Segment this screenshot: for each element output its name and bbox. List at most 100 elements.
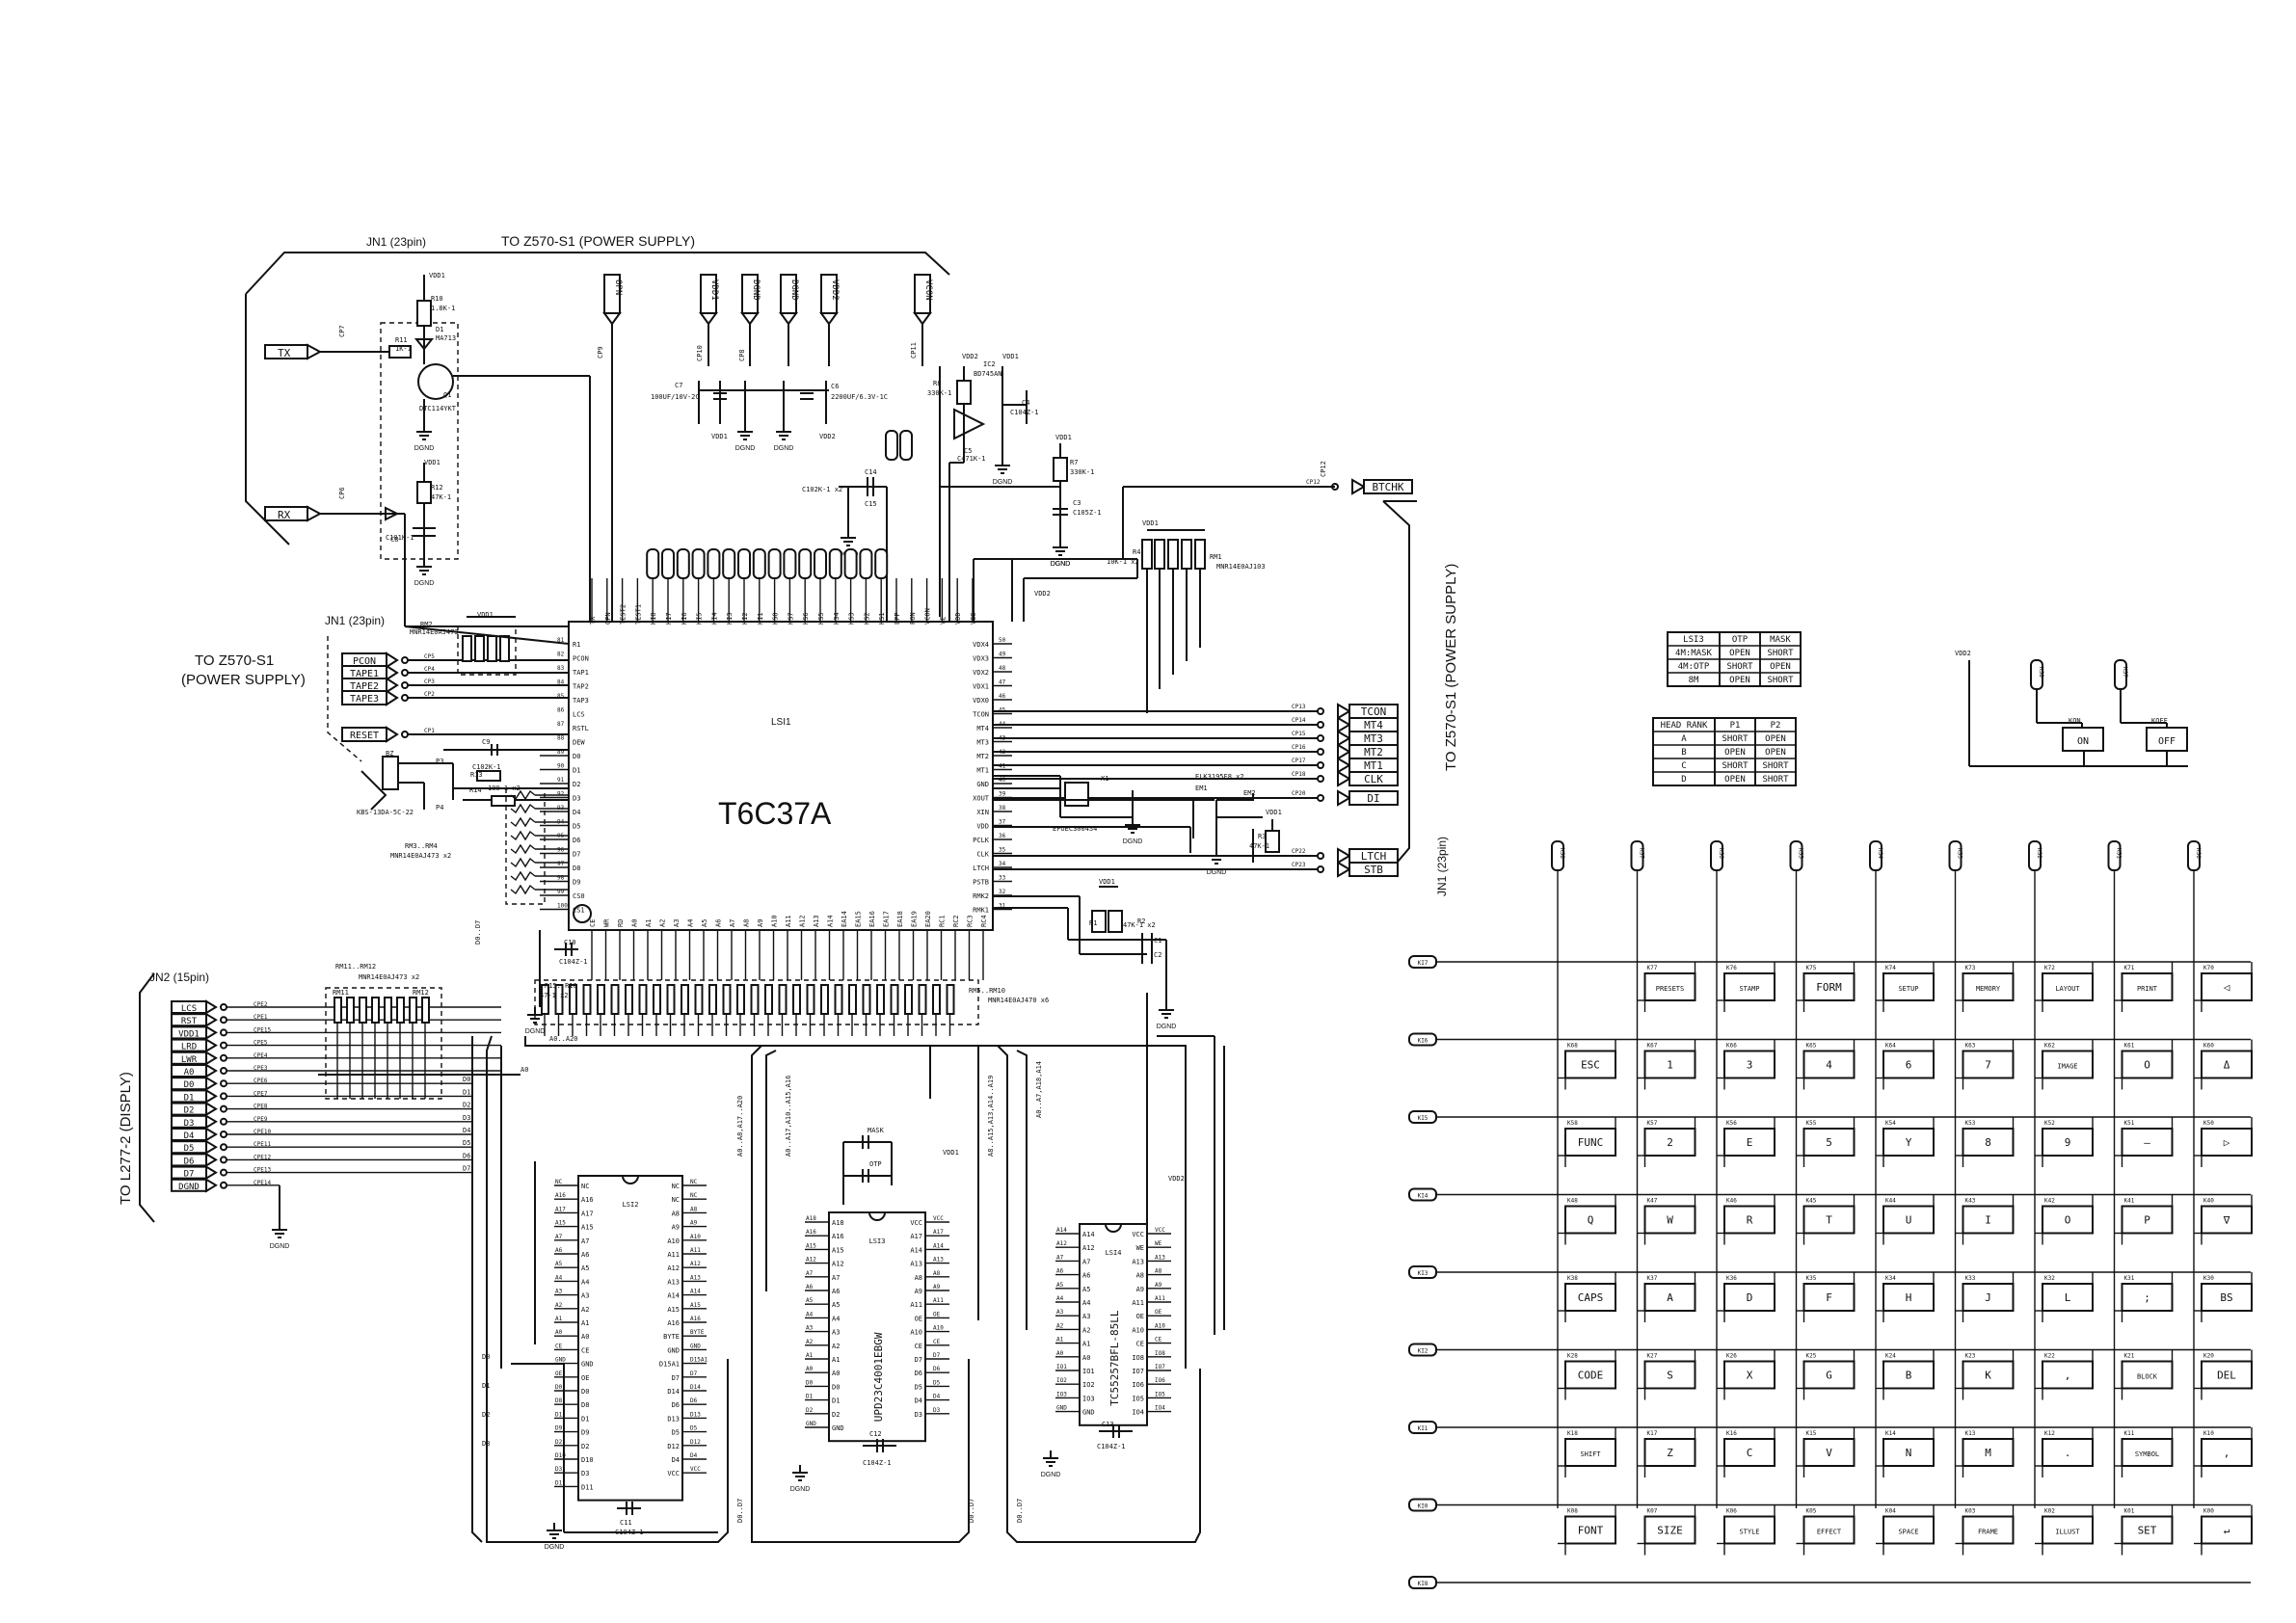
lsi3-right-pin: D3 — [915, 1411, 922, 1419]
key-id: K76 — [1726, 965, 1737, 971]
top-connector-vdd1: VDD1 — [699, 274, 719, 366]
lsi2-right-net: A10 — [690, 1234, 701, 1240]
top-part-text: 2200UF/6.3V-1C — [831, 393, 888, 401]
top-part-text: VDD1 — [711, 433, 728, 440]
lsi1-bottom-pin: EA18 — [896, 911, 904, 927]
lsi2-right-net: VCC — [690, 1466, 701, 1473]
top-part-text: C105Z-1 — [1073, 509, 1102, 517]
top-part-text: C101K-1 — [386, 534, 414, 542]
top-connector-label: VDD1 — [709, 279, 719, 301]
lsi3-left-pin: D1 — [832, 1397, 840, 1405]
key-label: 6 — [1906, 1059, 1912, 1072]
mid-part-text: R15..R16 — [545, 982, 577, 990]
dgnd-label: DGND — [414, 580, 435, 587]
lsi1-top-pin: KS3 — [848, 612, 856, 625]
tbl-head-cell: SHORT — [1762, 775, 1789, 785]
row-label: KI4 — [1418, 1193, 1428, 1200]
tbl-lsi3-cell: SHORT — [1726, 662, 1753, 672]
lsi2-right-net: NC — [690, 1179, 698, 1185]
tbl-lsi3-cell: 4M:MASK — [1675, 649, 1713, 658]
lsi1-right-pin: TCON — [973, 711, 989, 719]
lsi1-bottom-pin: RC4 — [980, 915, 988, 927]
key-id: K65 — [1806, 1043, 1817, 1050]
mid-part-text: VDD1 — [1142, 519, 1159, 527]
lsi1-bottom-pin: A7 — [729, 919, 736, 927]
key-label: 1 — [1667, 1059, 1673, 1072]
lsi4-left-pin: A2 — [1082, 1326, 1090, 1334]
mid-part-text: BZ — [386, 750, 393, 758]
key-id: K26 — [1726, 1353, 1737, 1360]
output-label: STB — [1364, 864, 1383, 876]
row-label: KI8 — [1418, 1581, 1428, 1587]
key-label: N — [1906, 1447, 1912, 1459]
dgnd-label: DGND — [735, 445, 756, 452]
lsi1-right-pin: RMK1 — [973, 907, 989, 915]
key-label: 9 — [2065, 1136, 2071, 1149]
lsi3-right-pin: A17 — [910, 1233, 922, 1240]
key-label: L — [2065, 1291, 2071, 1304]
lsi2-right-net: D5 — [690, 1425, 698, 1432]
tbl-head-cell: OPEN — [1724, 775, 1746, 785]
bus-label: D0..D7 — [968, 1499, 975, 1523]
lsi4-right-net: IO6 — [1155, 1377, 1165, 1384]
lsi3-left-pin: A5 — [832, 1301, 840, 1309]
cp-label: CP22 — [1292, 848, 1306, 855]
column-label: KS1 — [2116, 848, 2122, 859]
tbl-head-cell: P2 — [1771, 721, 1781, 731]
lsi1-right-pin-num: 41 — [999, 763, 1006, 770]
lsi4-left-pin: A14 — [1082, 1231, 1095, 1238]
lsi4-right-net: IO4 — [1155, 1405, 1165, 1412]
lsi1-bottom-pin: A8 — [743, 919, 751, 927]
lsi2-right-pin: A10 — [667, 1237, 680, 1245]
top-part-text: VDD1 — [424, 459, 441, 466]
row-label: KI2 — [1418, 1348, 1428, 1355]
mid-part-text: KBS-13DA-5C-22 — [357, 809, 414, 816]
lsi1-right-pin-num: 45 — [999, 707, 1006, 714]
tbl-lsi3-cell: 4M:OTP — [1678, 662, 1710, 672]
lsi4-right-pin: IO8 — [1132, 1354, 1144, 1362]
lsi2-left-pin: OE — [581, 1374, 589, 1382]
lsi1-bottom-pin: EA14 — [841, 911, 848, 927]
lsi2-left-pin: A16 — [581, 1196, 594, 1204]
top-part-text: C102K-1 x2 — [802, 486, 842, 493]
lsi1-right-pin-num: 34 — [999, 861, 1006, 867]
off-key-label: OFF — [2158, 736, 2176, 747]
lsi1-left-pin-num: 91 — [557, 777, 565, 784]
key-row-ki3: KI3 — [1408, 1265, 2251, 1279]
key-label: Q — [1588, 1214, 1594, 1227]
key-id: K16 — [1726, 1430, 1737, 1437]
output-label: TCON — [1361, 705, 1387, 718]
mid-part-text: MNR14E0AJ470 x6 — [988, 997, 1049, 1004]
key-id: K43 — [1965, 1198, 1976, 1205]
lsi3-left-net: A16 — [806, 1229, 816, 1236]
key-id: K28 — [1567, 1353, 1578, 1360]
lsi1-right-pin: LTCH — [973, 865, 989, 872]
top-part-text: 330K-1 — [1070, 468, 1094, 476]
key-id: K42 — [2044, 1198, 2055, 1205]
lsi4-right-pin: A10 — [1132, 1326, 1144, 1334]
lsi2-left-pin: A15 — [581, 1224, 594, 1232]
top-part-text: 1.8K-1 — [431, 305, 455, 312]
lsi1-right-pin: RMK2 — [973, 892, 989, 900]
lsi2-right-net: D15A1 — [690, 1357, 707, 1364]
top-part-text: VDD1 — [1055, 434, 1072, 441]
key-id: K56 — [1726, 1120, 1737, 1127]
lsi1-part-number: T6C37A — [718, 796, 832, 831]
tbl-lsi3-cell: LSI3 — [1683, 635, 1704, 645]
lsi4-right-pin: A13 — [1132, 1258, 1144, 1265]
top-connector-dgnd: DGND — [779, 274, 799, 366]
lsi1-right-pin-num: 31 — [999, 903, 1006, 910]
data-line-label: D2 — [463, 1102, 470, 1109]
lsi1-right-pin: XIN — [976, 809, 989, 816]
top-part-text: 100UF/10V-2C — [651, 393, 700, 401]
lsi3-right-pin: A9 — [915, 1288, 922, 1295]
lsi4-left-net: A2 — [1056, 1322, 1064, 1329]
